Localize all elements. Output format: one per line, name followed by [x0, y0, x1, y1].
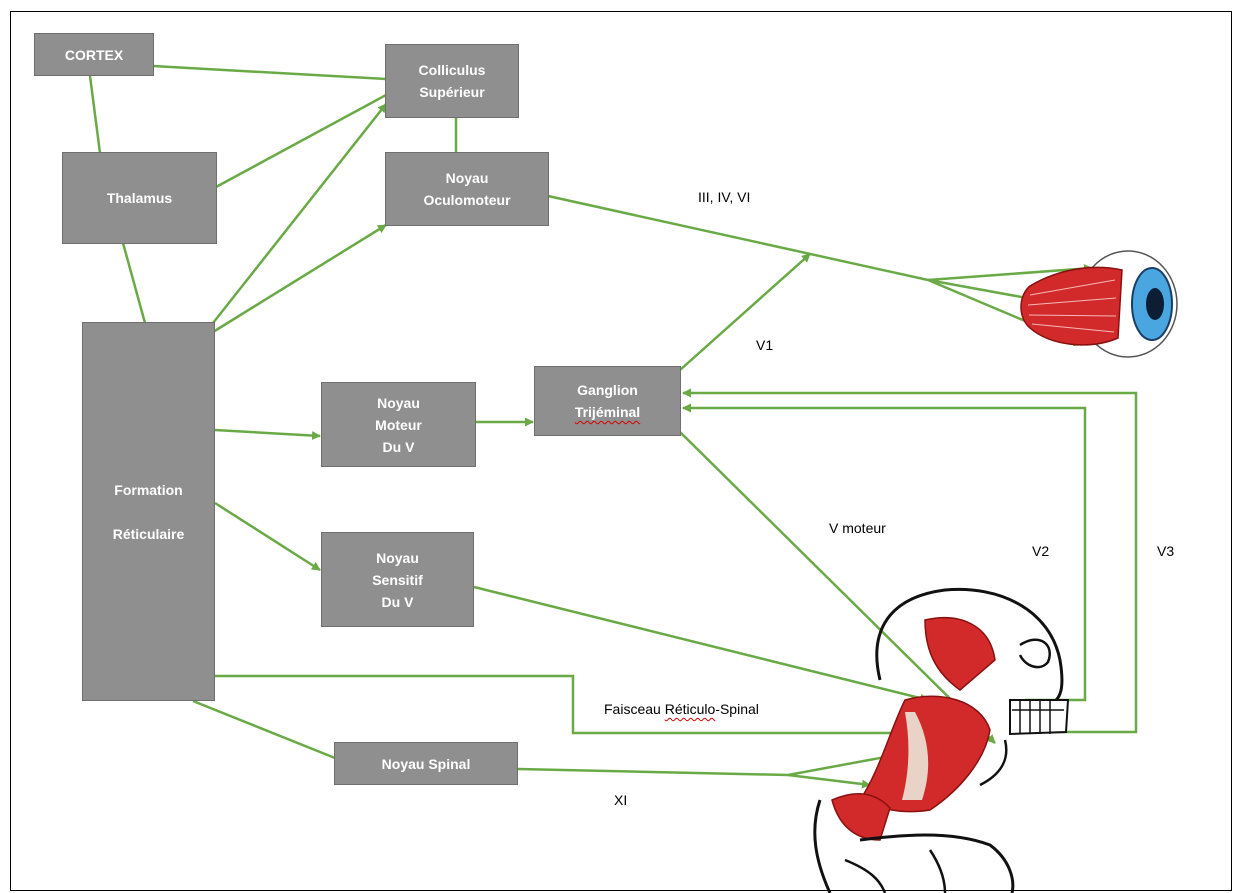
arrow-formation-sensitif: [214, 501, 321, 572]
arrow-formation-oculomoteur: [212, 223, 387, 334]
box-noyau-spinal: Noyau Spinal: [334, 742, 518, 785]
formation-line2: Réticulaire: [112, 525, 185, 542]
formation-line1: Formation: [114, 481, 183, 498]
faisceau-prefix: Faisceau: [604, 701, 665, 717]
head-neck-illustration: [813, 587, 1070, 893]
arrow-eye-upper: [927, 264, 1093, 282]
ganglion-line1: Ganglion: [577, 382, 638, 398]
label-v3: V3: [1157, 543, 1175, 559]
eye-illustration: [1020, 250, 1178, 358]
link-thalamus-colliculus: [215, 93, 387, 189]
arrow-xi-lower: [787, 773, 871, 789]
box-thalamus: Thalamus: [62, 152, 217, 244]
nerve-v1: [679, 253, 811, 371]
nerve-iii-iv-vi: [547, 194, 929, 282]
link-cortex-thalamus: [88, 75, 102, 154]
label-v-moteur: V moteur: [829, 520, 886, 536]
box-ganglion-trijeminal: Ganglion Trijéminal: [534, 366, 681, 436]
box-colliculus-superieur: Colliculus Supérieur: [385, 44, 519, 118]
nerve-sensitif-head: [473, 585, 929, 703]
faisceau-squig: Réticulo: [664, 701, 716, 717]
link-thalamus-formation: [121, 242, 147, 324]
box-noyau-sensitif-du-v: Noyau Sensitif Du V: [321, 532, 474, 627]
faisceau-reticulo-spinal: [214, 674, 921, 738]
link-formation-spinal: [192, 699, 336, 760]
box-cortex: CORTEX: [34, 33, 154, 76]
label-faisceau-reticulo-spinal: Faisceau Réticulo-Spinal: [604, 701, 759, 717]
box-noyau-moteur-du-v: Noyau Moteur Du V: [321, 382, 476, 467]
label-xi: XI: [614, 792, 628, 808]
box-formation-reticulaire: Formation Réticulaire: [82, 322, 215, 701]
arrow-formation-colliculus: [212, 103, 387, 324]
arrow-formation-moteur: [214, 428, 321, 441]
nerve-xi-main: [517, 767, 789, 777]
link-cortex-colliculus: [152, 64, 387, 81]
faisceau-suffix: -Spinal: [715, 701, 759, 717]
label-v1: V1: [756, 337, 774, 353]
nerve-v-moteur: [679, 431, 996, 744]
box-noyau-oculomoteur: Noyau Oculomoteur: [385, 152, 549, 226]
label-v2: V2: [1032, 543, 1050, 559]
label-iii-iv-vi: III, IV, VI: [698, 189, 751, 205]
nerve-v3: [682, 388, 1138, 734]
ganglion-line2: Trijéminal: [574, 404, 641, 420]
nerve-v2: [682, 403, 1087, 702]
